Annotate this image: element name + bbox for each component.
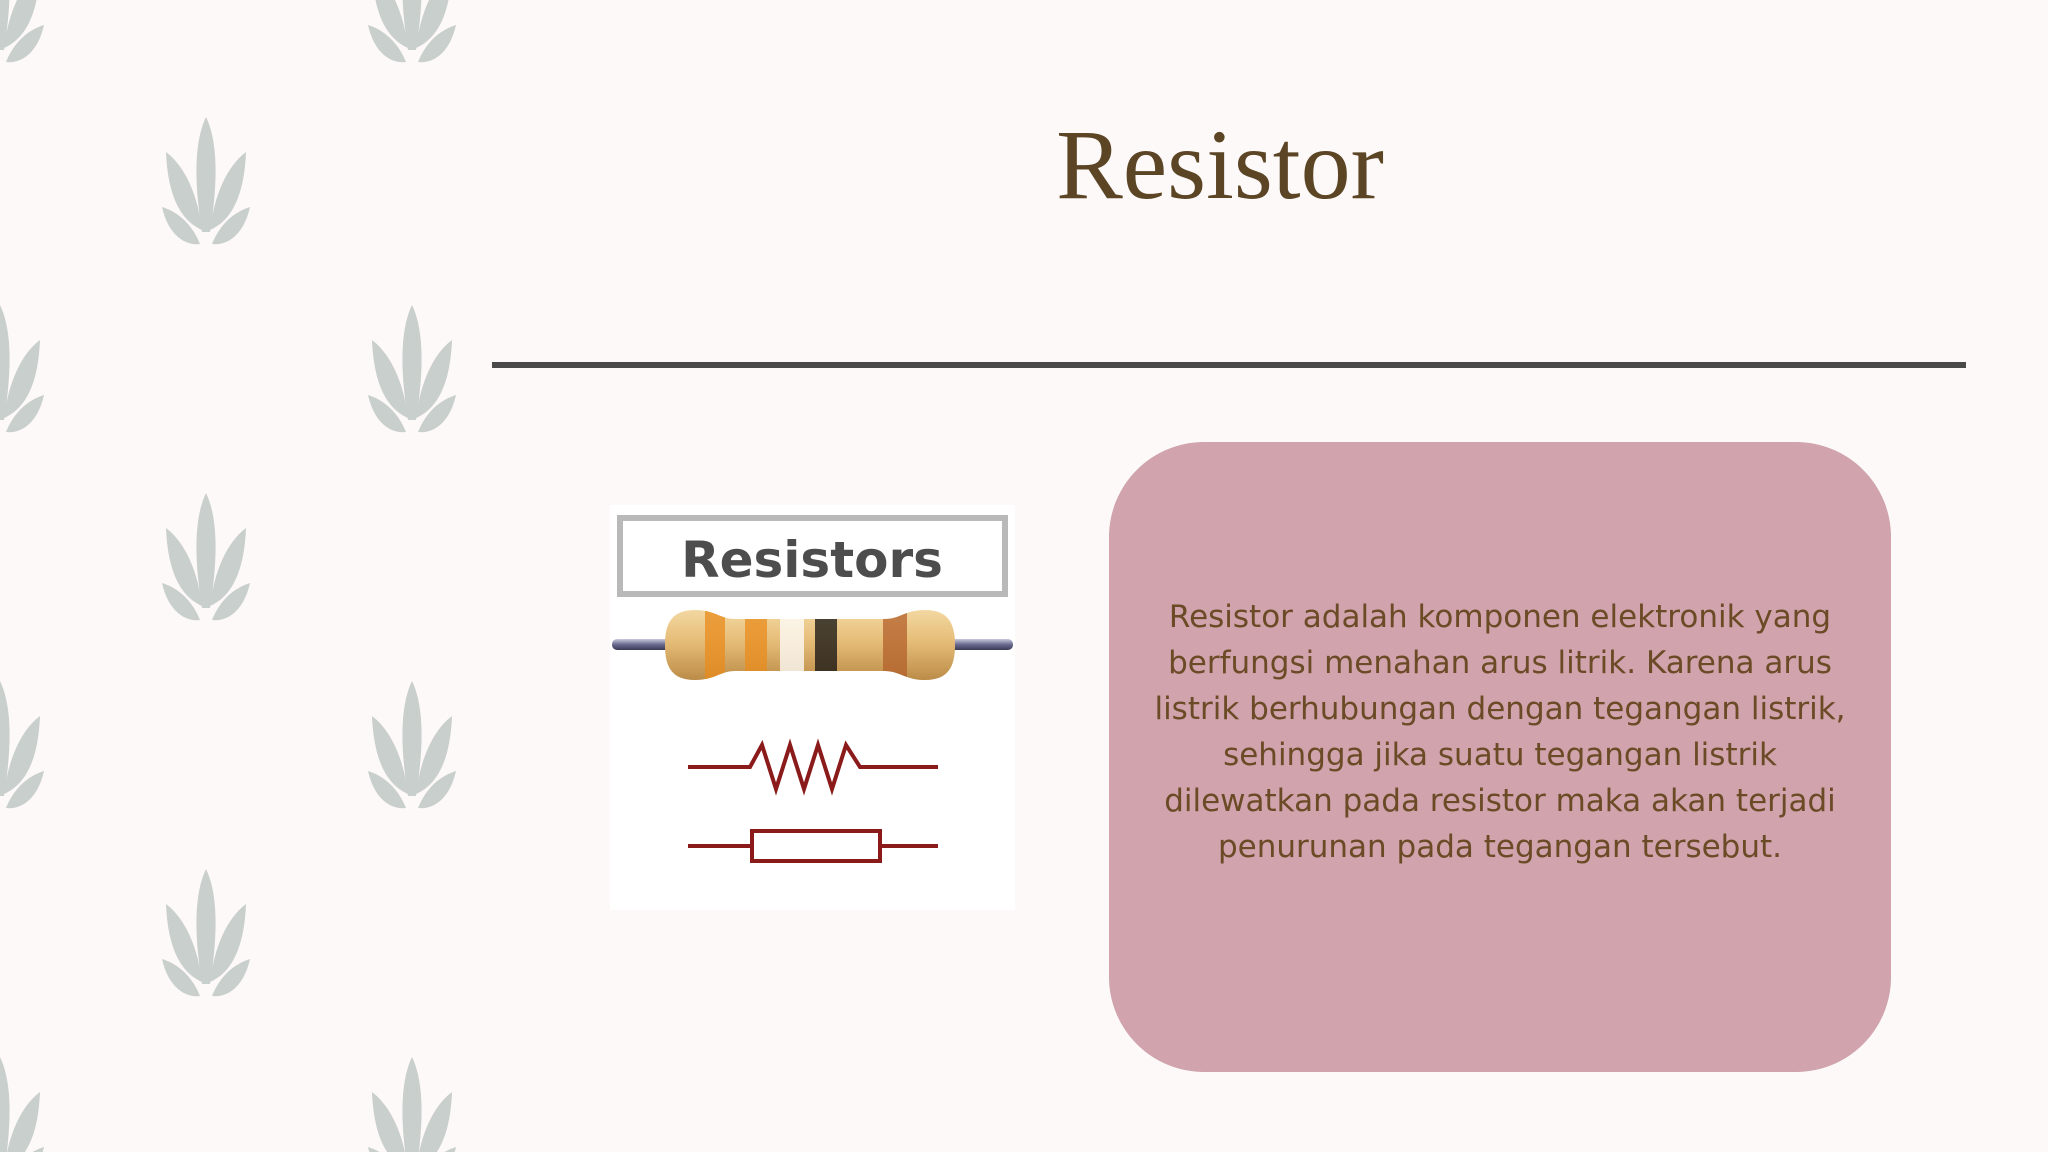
leaf-icon [162, 493, 250, 621]
leaf-icon [162, 869, 250, 997]
description-card: Resistor adalah komponen elektronik yang… [1109, 442, 1891, 1072]
leaf-icon [368, 1057, 456, 1152]
leaf-icon [0, 0, 44, 63]
leaf-icon [368, 681, 456, 809]
figure-label-box [617, 515, 1008, 597]
leaf-icon [368, 0, 456, 63]
slide-title: Resistor [1056, 109, 1384, 220]
figure-label: Resistors [681, 531, 943, 589]
leaf-icon [368, 305, 456, 433]
zigzag-resistor-symbol [688, 738, 938, 796]
resistor-figure: Resistors [610, 505, 1015, 910]
title-divider [492, 362, 1966, 368]
resistor-illustration-icon: Resistors [612, 515, 1013, 863]
leaf-pattern-panel [0, 0, 470, 1152]
leaf-icon [0, 305, 44, 433]
description-text: Resistor adalah komponen elektronik yang… [1154, 599, 1846, 865]
leaf-icon [0, 681, 44, 809]
leaf-icon [162, 117, 250, 245]
leaf-icon [0, 1057, 44, 1152]
rectangle-resistor-symbol [750, 829, 882, 863]
resistor-body [665, 610, 955, 680]
